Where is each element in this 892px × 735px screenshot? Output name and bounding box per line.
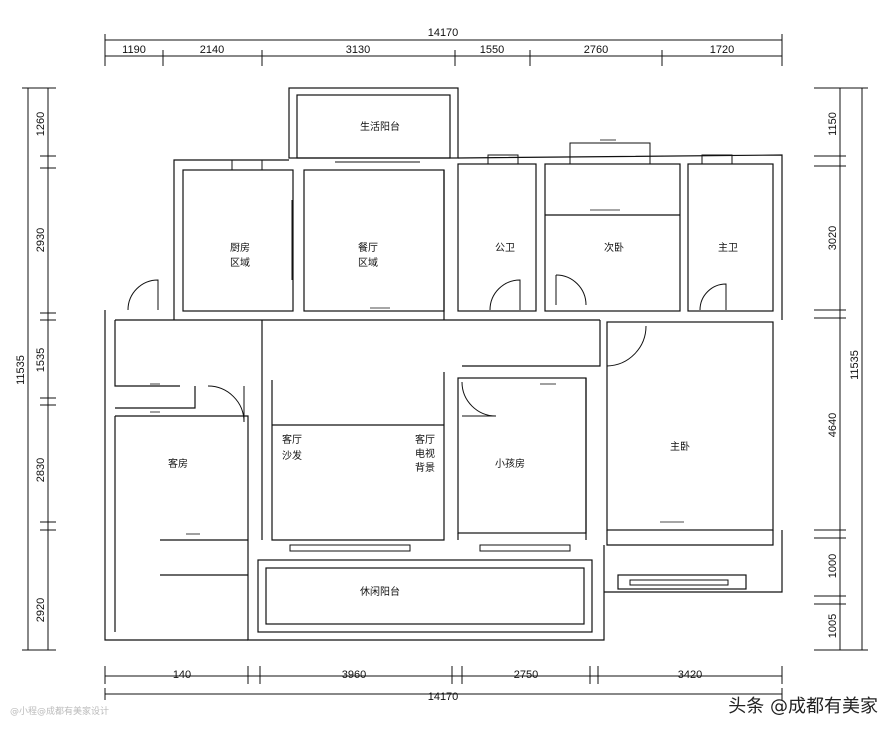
dim-right-total: 11535 [849, 350, 861, 380]
interior-dimension-ticks [150, 139, 684, 535]
room-dining-line1: 餐厅 [358, 241, 378, 254]
dim-right-3: 4640 [827, 413, 839, 437]
dim-right-5: 1005 [827, 614, 839, 638]
dim-top-2: 2140 [200, 44, 224, 56]
dim-bottom-1: 140 [173, 669, 191, 681]
dimension-labels: 14170 1190 2140 3130 1550 2760 1720 140 … [15, 27, 861, 703]
room-tv-line2: 电视 [415, 447, 435, 460]
room-second-bedroom: 次卧 [604, 241, 624, 254]
room-kitchen-line1: 厨房 [230, 241, 250, 254]
dim-bottom-total: 14170 [428, 691, 459, 703]
dim-left-5: 2920 [35, 598, 47, 622]
windows [231, 142, 733, 586]
dim-left-1: 1260 [35, 112, 47, 136]
room-living-line2: 沙发 [282, 449, 302, 462]
room-guest: 客房 [168, 457, 188, 470]
dim-left-4: 2830 [35, 458, 47, 482]
dim-top-total: 14170 [428, 27, 459, 39]
room-tv-line3: 背景 [415, 461, 435, 474]
room-leisure-balcony: 休闲阳台 [360, 585, 400, 598]
room-living-line1: 客厅 [282, 433, 302, 446]
room-tv-line1: 客厅 [415, 433, 435, 446]
dim-bottom-3: 2750 [514, 669, 538, 681]
dim-bottom-2: 3960 [342, 669, 366, 681]
dim-right-4: 1000 [827, 554, 839, 578]
room-master-bedroom: 主卧 [670, 440, 690, 453]
dim-top-6: 1720 [710, 44, 734, 56]
dim-left-2: 2930 [35, 228, 47, 252]
dim-top-4: 1550 [480, 44, 504, 56]
room-kitchen-line2: 区域 [230, 256, 250, 269]
dim-top-5: 2760 [584, 44, 608, 56]
room-dining-line2: 区域 [358, 256, 378, 269]
dim-left-3: 1535 [35, 348, 47, 372]
dimension-lines [22, 34, 868, 700]
dim-top-1: 1190 [122, 44, 146, 56]
dim-right-1: 1150 [827, 112, 839, 136]
dim-bottom-4: 3420 [678, 669, 702, 681]
watermark-left: @小程@成都有美家设计 [10, 707, 110, 717]
room-labels: 生活阳台 厨房 区域 餐厅 区域 公卫 次卧 主卫 客房 客厅 沙发 客厅 电视… [168, 120, 738, 598]
walls [104, 87, 783, 641]
room-public-bath: 公卫 [495, 243, 515, 254]
doors [127, 200, 727, 423]
dim-top-3: 3130 [346, 44, 370, 56]
watermark-text: 头条 @成都有美家 [728, 696, 878, 717]
dim-right-2: 3020 [827, 226, 839, 250]
room-master-bath: 主卫 [718, 242, 738, 254]
dim-left-total: 11535 [15, 355, 27, 385]
room-service-balcony: 生活阳台 [360, 120, 400, 133]
room-kids: 小孩房 [495, 457, 525, 470]
